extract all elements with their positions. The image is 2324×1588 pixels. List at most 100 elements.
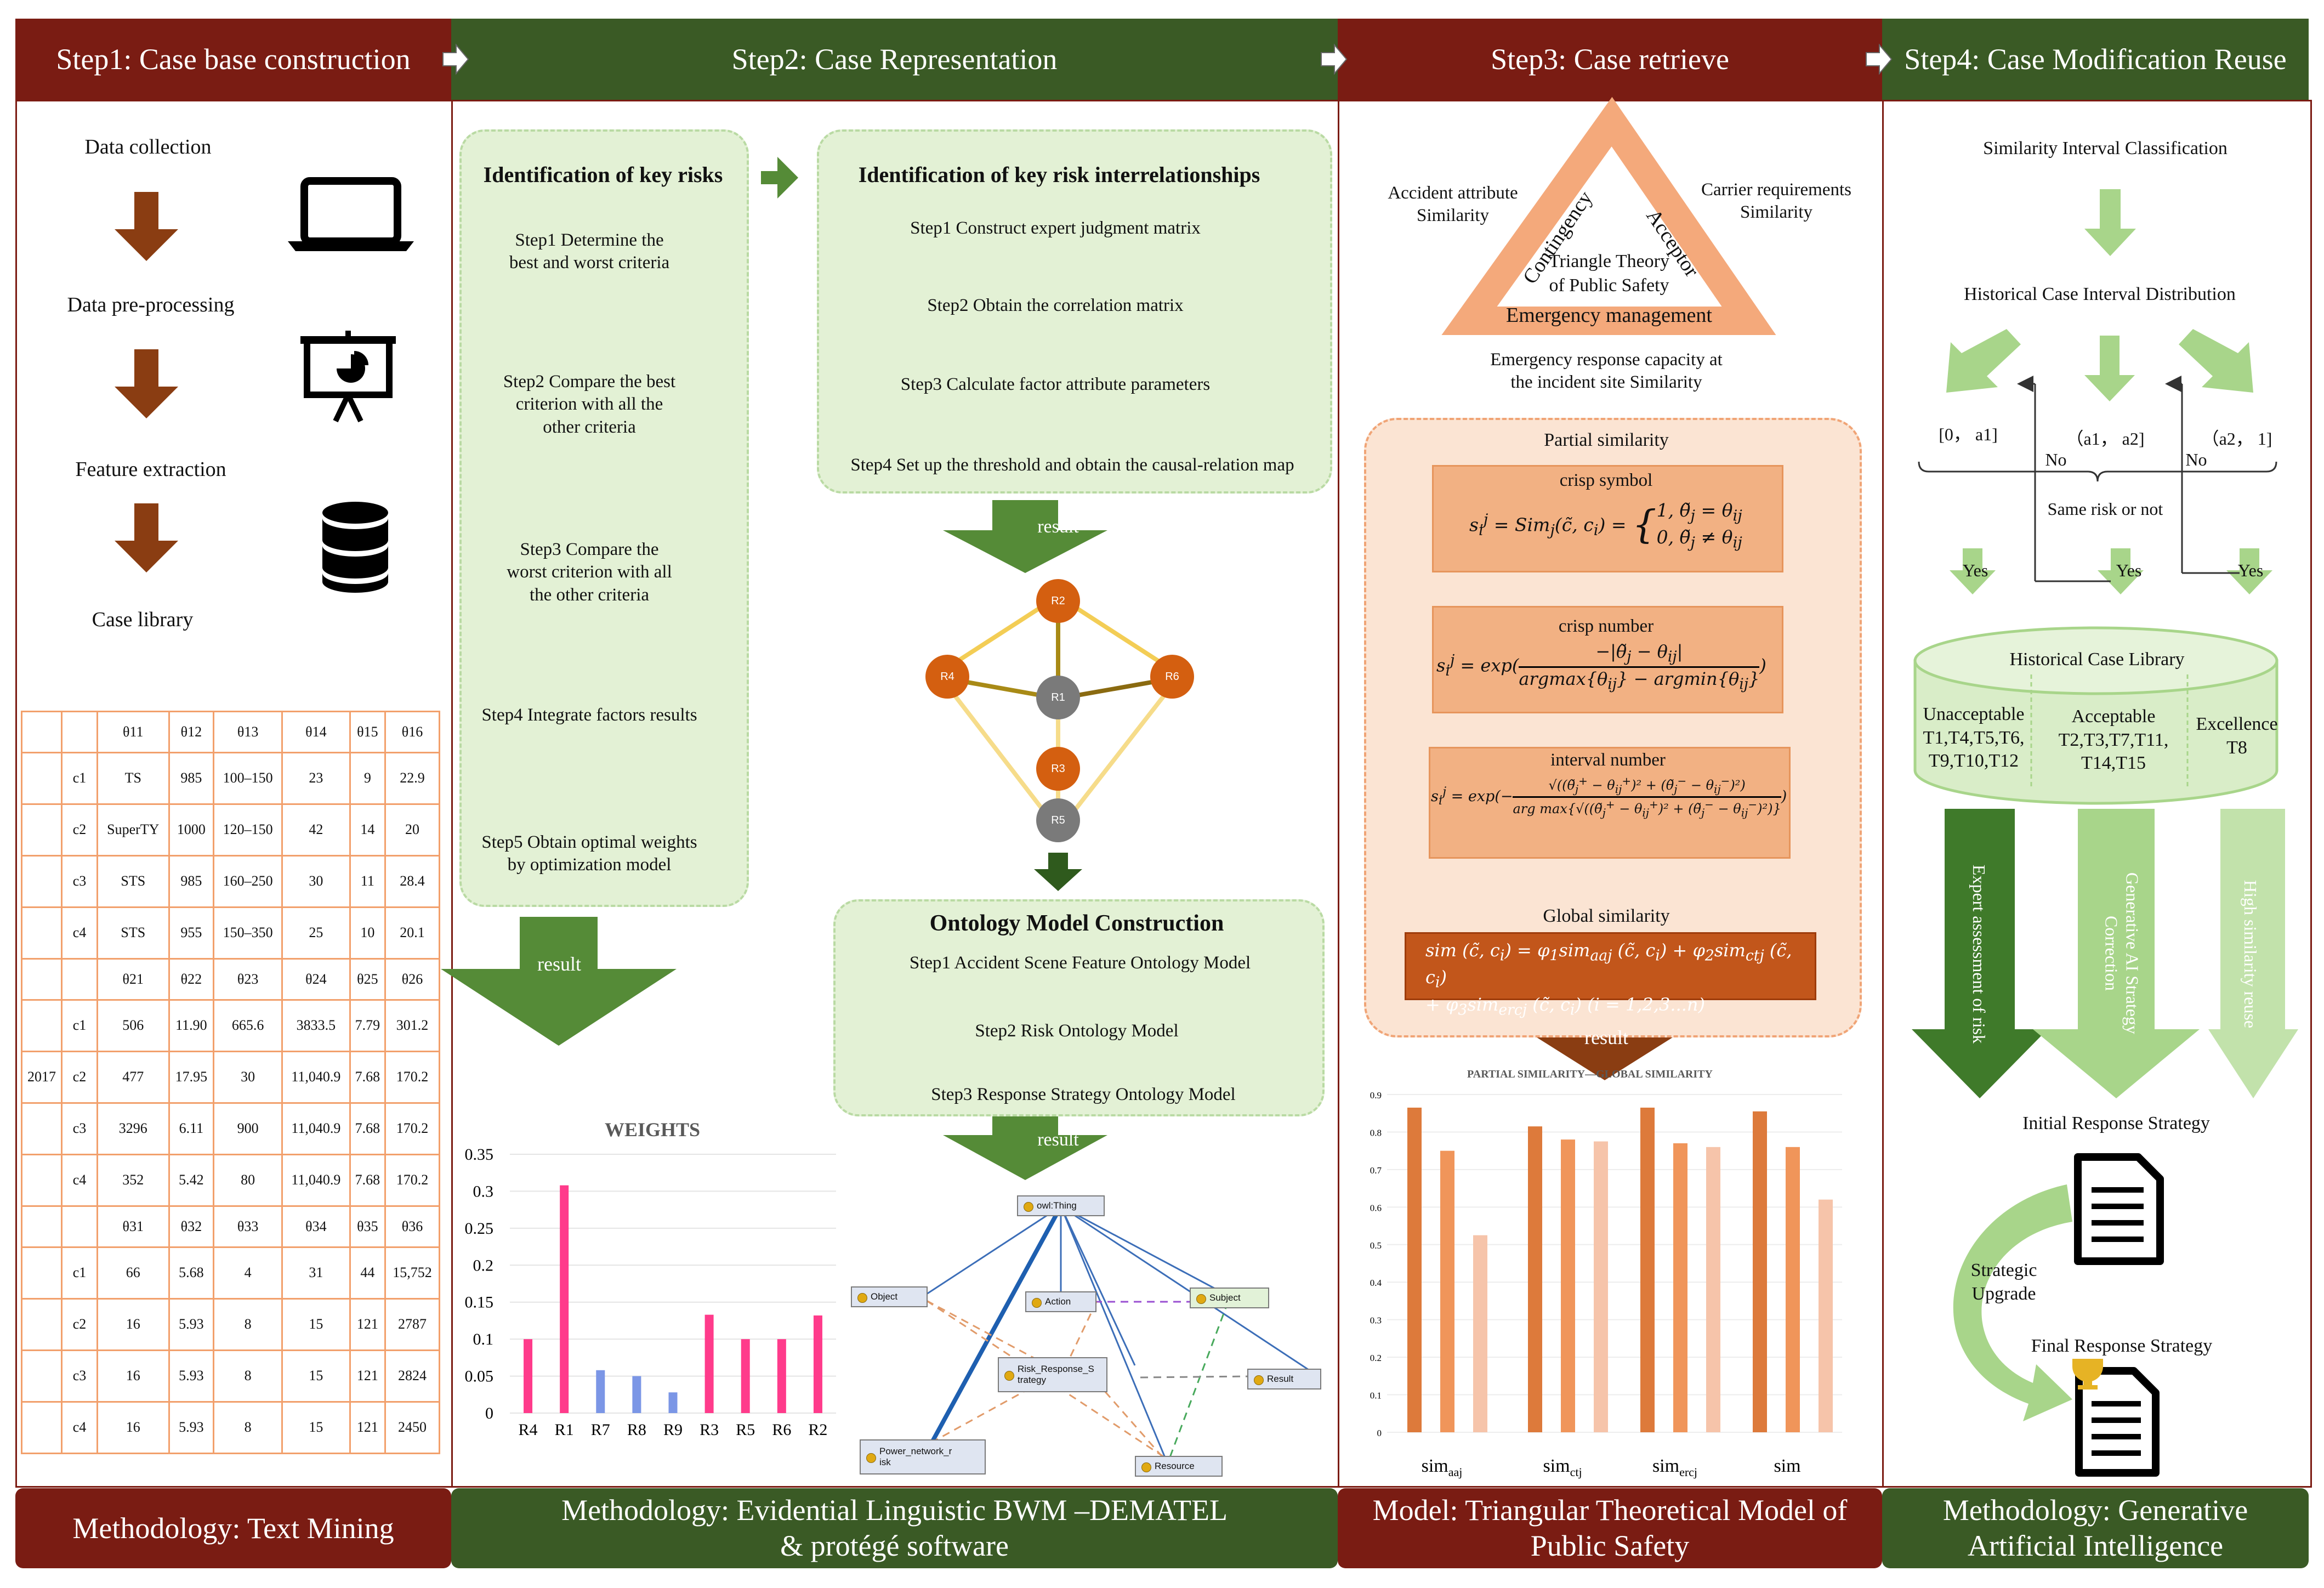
- class-icon: [1032, 1298, 1042, 1308]
- key-risks-box: [459, 129, 749, 907]
- ontology-model-box: [833, 899, 1325, 1116]
- similarity-bar: [1594, 1141, 1608, 1432]
- strategic-upgrade-arrow: [1953, 1184, 2072, 1421]
- laptop-icon: [288, 177, 414, 251]
- similarity-interval-classification: Similarity Interval Classification: [1983, 138, 2228, 158]
- library-title: Historical Case Library: [2009, 649, 2185, 670]
- table-cell: 900: [213, 1102, 283, 1155]
- table-header-cell: θ32: [168, 1205, 215, 1248]
- inter-step-1: Step1 Construct expert judgment matrix: [910, 218, 1201, 238]
- table-cell: 3296: [96, 1102, 170, 1155]
- similarity-bar: [1528, 1126, 1542, 1432]
- inter-step-2: Step2 Obtain the correlation matrix: [927, 296, 1184, 315]
- triangle-center-line2: of Public Safety: [1549, 275, 1669, 296]
- risk-step-line: by optimization model: [507, 855, 672, 875]
- cat-unacceptable-name: Unacceptable: [1923, 704, 2025, 724]
- y-tick-label: 0.15: [465, 1294, 494, 1312]
- cat-excellence-cases1: T8: [2226, 737, 2247, 758]
- x-tick-label: R1: [555, 1421, 574, 1439]
- table-cell: 301.2: [384, 999, 440, 1052]
- emergency-line2: the incident site Similarity: [1510, 372, 1702, 393]
- table-cell: 7.79: [349, 999, 387, 1052]
- table-cell: 8: [213, 1400, 283, 1455]
- presentation-chart-icon: [300, 331, 396, 423]
- step4-footer-line1: Methodology: Generative: [1942, 1494, 2248, 1527]
- high-similarity-label: High similarity reuse: [2241, 880, 2260, 1029]
- ontology-node: Object: [851, 1286, 928, 1307]
- table-header-cell: θ16: [384, 711, 440, 753]
- table-cell: 985: [168, 854, 215, 908]
- onto-step-1: Step1 Accident Scene Feature Ontology Mo…: [909, 953, 1251, 973]
- x-tick-label: R5: [736, 1421, 755, 1439]
- ontology-node-label: Action: [1045, 1296, 1071, 1307]
- final-response-strategy: Final Response Strategy: [2031, 1336, 2213, 1356]
- table-cell: 121: [349, 1297, 387, 1351]
- cat-acceptable-cases2: T14,T15: [2081, 753, 2146, 773]
- step1-header: Step1: Case base construction: [15, 19, 451, 100]
- table-cell: 42: [281, 803, 351, 857]
- table-header-cell: θ14: [281, 711, 351, 753]
- step1-item-data-collection: Data collection: [84, 135, 212, 158]
- risk-step-line: Step3 Compare the: [520, 540, 659, 559]
- table-cell: 5.93: [168, 1349, 215, 1403]
- step1-header-label: Step1: Case base construction: [56, 43, 411, 76]
- table-cell: c3: [61, 854, 98, 908]
- table-cell: 5.42: [168, 1153, 215, 1207]
- step3-result-label: result: [1584, 1026, 1628, 1048]
- interval-number-label: interval number: [1550, 750, 1666, 770]
- x-tick-label: R3: [700, 1421, 719, 1439]
- table-cell: c1: [61, 1246, 98, 1300]
- class-icon: [1004, 1371, 1014, 1381]
- risk-step-line: best and worst criteria: [509, 253, 670, 273]
- x-tick-label: R7: [591, 1421, 610, 1439]
- similarity-bar: [1786, 1147, 1800, 1432]
- step2-right-arrow: [761, 157, 798, 198]
- step4-footer-line2: Artificial Intelligence: [1967, 1529, 2224, 1562]
- step4-header-label: Step4: Case Modification Reuse: [1904, 43, 2287, 76]
- weight-bar: [741, 1339, 750, 1413]
- risk-step-line: Step2 Compare the best: [503, 372, 676, 392]
- table-header-cell: θ11: [96, 711, 170, 753]
- class-icon: [1141, 1462, 1151, 1472]
- table-header-cell: θ25: [349, 957, 387, 1001]
- node-r2: R2: [1051, 595, 1065, 607]
- ontology-node-label: Risk_Response_S: [1018, 1364, 1094, 1374]
- table-cell: 2787: [384, 1297, 440, 1351]
- table-header-cell: θ24: [281, 957, 351, 1001]
- table-header-cell: θ33: [213, 1205, 283, 1248]
- table-cell: TS: [96, 751, 170, 805]
- inter-step-4: Step4 Set up the threshold and obtain th…: [850, 455, 1294, 475]
- accident-line2: Similarity: [1417, 206, 1489, 226]
- table-cell: 15,752: [384, 1246, 440, 1300]
- table-cell: 4: [213, 1246, 283, 1300]
- table-cell: 11: [349, 854, 387, 908]
- risk-step-line: worst criterion with all: [507, 562, 672, 582]
- table-cell: 44: [349, 1246, 387, 1300]
- y-tick-label: 0: [1377, 1428, 1382, 1438]
- similarity-bar: [1819, 1199, 1833, 1432]
- step4-arrows: [1946, 189, 2272, 594]
- table-header-cell: θ26: [384, 957, 440, 1001]
- y-tick-label: 0.3: [473, 1182, 494, 1200]
- step2-header: Step2: Case Representation: [451, 19, 1338, 100]
- step2-header-label: Step2: Case Representation: [731, 43, 1058, 76]
- emergency-line1: Emergency response capacity at: [1490, 350, 1723, 370]
- table-cell: 11.90: [168, 999, 215, 1052]
- historical-case-library-cylinder: [1913, 626, 2278, 805]
- result-label-network: result: [1037, 517, 1079, 537]
- result-label-ontology: result: [1037, 1130, 1079, 1150]
- upgrade-line2: Upgrade: [1971, 1283, 2036, 1304]
- step1-down-arrows: [115, 192, 178, 572]
- table-cell: 10: [349, 906, 387, 960]
- public-safety-triangle: [1441, 97, 1776, 335]
- table-cell: 16: [96, 1400, 170, 1455]
